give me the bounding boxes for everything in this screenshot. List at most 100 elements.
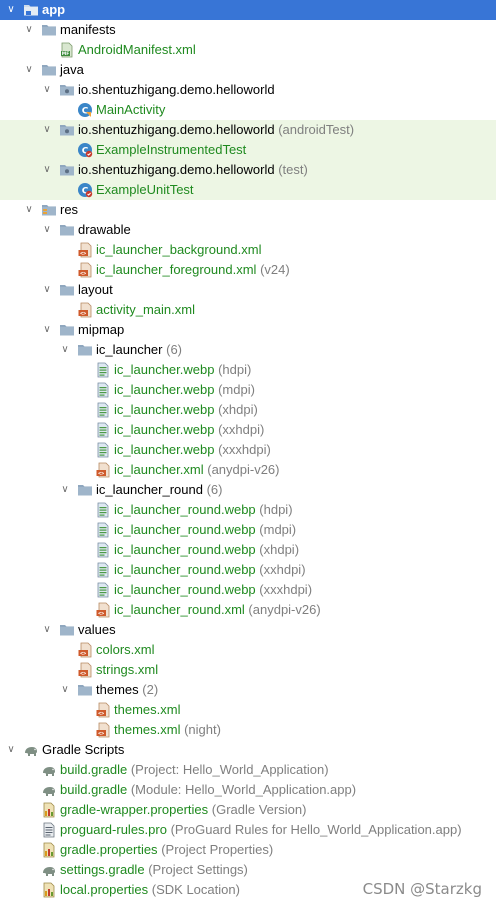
chevron-down-icon[interactable]: ∨ [43,84,51,95]
tree-row[interactable]: build.gradle (Project: Hello_World_Appli… [0,760,496,780]
tree-row[interactable]: ∨io.shentuzhigang.demo.helloworld (test) [0,160,496,180]
tree-indent [59,300,71,320]
tree-row[interactable]: <> ic_launcher_background.xml [0,240,496,260]
tree-row[interactable]: local.properties (SDK Location) [0,880,496,900]
tree-item-label-group: ic_launcher_round.webp (xxhdpi) [114,560,306,580]
image-file-icon [95,582,111,598]
tree-row[interactable]: <> ic_launcher_foreground.xml (v24) [0,260,496,280]
tree-item-label: ExampleUnitTest [96,182,194,197]
tree-row[interactable]: ic_launcher.webp (hdpi) [0,360,496,380]
tree-row[interactable]: build.gradle (Module: Hello_World_Applic… [0,780,496,800]
tree-row[interactable]: gradle-wrapper.properties (Gradle Versio… [0,800,496,820]
package-icon [59,162,75,178]
chevron-down-icon[interactable]: ∨ [61,344,69,355]
tree-row[interactable]: ∨drawable [0,220,496,240]
tree-item-label-group: io.shentuzhigang.demo.helloworld [78,80,275,100]
chevron-down-icon[interactable]: ∨ [43,624,51,635]
chevron-down-icon[interactable]: ∨ [43,164,51,175]
tree-item-suffix: (xxxhdpi) [259,582,313,597]
tree-indent [59,100,71,120]
tree-indent [77,420,89,440]
chevron-down-icon[interactable]: ∨ [43,324,51,335]
tree-item-label-group: ic_launcher_background.xml [96,240,261,260]
tree-row[interactable]: ∨ layout [0,280,496,300]
tree-row[interactable]: <> themes.xml [0,700,496,720]
tree-row[interactable]: <>strings.xml [0,660,496,680]
tree-row[interactable]: <>ic_launcher_round.xml (anydpi-v26) [0,600,496,620]
svg-text:<>: <> [80,271,86,277]
chevron-down-icon[interactable]: ∨ [7,744,15,755]
image-file-icon [95,502,111,518]
svg-text:<>: <> [80,251,86,257]
chevron-down-icon[interactable]: ∨ [25,64,33,75]
tree-row[interactable]: ic_launcher.webp (xxhdpi) [0,420,496,440]
tree-row[interactable]: ic_launcher_round.webp (mdpi) [0,520,496,540]
tree-row[interactable]: ∨mipmap [0,320,496,340]
tree-item-label-group: ExampleInstrumentedTest [96,140,246,160]
folder-icon [59,322,75,338]
tree-row[interactable]: ic_launcher_round.webp (xxxhdpi) [0,580,496,600]
tree-row[interactable]: ∨ic_launcher (6) [0,340,496,360]
tree-row[interactable]: <>activity_main.xml [0,300,496,320]
tree-item-label: layout [78,282,113,297]
chevron-down-icon[interactable]: ∨ [25,24,33,35]
svg-text:<>: <> [98,711,104,717]
tree-row[interactable]: ∨themes (2) [0,680,496,700]
folder-icon [59,282,75,298]
tree-item-label: io.shentuzhigang.demo.helloworld [78,122,275,137]
tree-row[interactable]: ic_launcher_round.webp (xhdpi) [0,540,496,560]
tree-indent [59,640,71,660]
chevron-down-icon[interactable]: ∨ [7,4,15,15]
tree-item-label-group: build.gradle (Module: Hello_World_Applic… [60,780,356,800]
svg-text:<>: <> [98,731,104,737]
tree-row[interactable]: ∨Gradle Scripts [0,740,496,760]
tree-row[interactable]: ∨ic_launcher_round (6) [0,480,496,500]
tree-item-label-group: ic_launcher_round.webp (mdpi) [114,520,296,540]
tree-row[interactable]: ic_launcher.webp (xhdpi) [0,400,496,420]
tree-row[interactable]: ic_launcher.webp (xxxhdpi) [0,440,496,460]
chevron-down-icon[interactable]: ∨ [43,224,51,235]
tree-item-label-group: AndroidManifest.xml [78,40,196,60]
tree-row[interactable]: ic_launcher_round.webp (xxhdpi) [0,560,496,580]
tree-row[interactable]: ∨ io.shentuzhigang.demo.helloworld [0,80,496,100]
tree-item-label-group: gradle.properties (Project Properties) [60,840,273,860]
chevron-down-icon[interactable]: ∨ [43,284,51,295]
tree-item-suffix: (xxhdpi) [259,562,306,577]
tree-row[interactable]: <>ic_launcher.xml (anydpi-v26) [0,460,496,480]
tree-row[interactable]: ∨res [0,200,496,220]
tree-item-label-group: themes.xml [114,700,180,720]
tree-item-label-group: ic_launcher.xml (anydpi-v26) [114,460,280,480]
tree-row[interactable]: ∨ io.shentuzhigang.demo.helloworld (andro… [0,120,496,140]
tree-row[interactable]: settings.gradle (Project Settings) [0,860,496,880]
chevron-down-icon[interactable]: ∨ [25,204,33,215]
class-icon: C [77,102,93,118]
tree-item-label-group: ic_launcher_foreground.xml (v24) [96,260,290,280]
tree-row[interactable]: <>colors.xml [0,640,496,660]
gradle-elephant-icon [41,762,57,778]
watermark: CSDN @Starzkg [362,880,482,898]
tree-row[interactable]: ∨ java [0,60,496,80]
tree-indent [77,380,89,400]
tree-row[interactable]: ∨manifests [0,20,496,40]
tree-item-label: ic_launcher_round.webp [114,522,256,537]
image-file-icon [95,522,111,538]
chevron-down-icon[interactable]: ∨ [61,484,69,495]
tree-row[interactable]: gradle.properties (Project Properties) [0,840,496,860]
tree-item-label-group: values [78,620,116,640]
chevron-down-icon[interactable]: ∨ [43,124,51,135]
tree-item-suffix: (androidTest) [278,122,355,137]
tree-row[interactable]: <>themes.xml (night) [0,720,496,740]
tree-row[interactable]: proguard-rules.pro (ProGuard Rules for H… [0,820,496,840]
tree-item-label: java [60,62,84,77]
tree-indent [77,580,89,600]
tree-row[interactable]: ∨ values [0,620,496,640]
tree-row[interactable]: ic_launcher_round.webp (hdpi) [0,500,496,520]
tree-row[interactable]: ∨app [0,0,496,20]
chevron-down-icon[interactable]: ∨ [61,684,69,695]
tree-row[interactable]: ic_launcher.webp (mdpi) [0,380,496,400]
